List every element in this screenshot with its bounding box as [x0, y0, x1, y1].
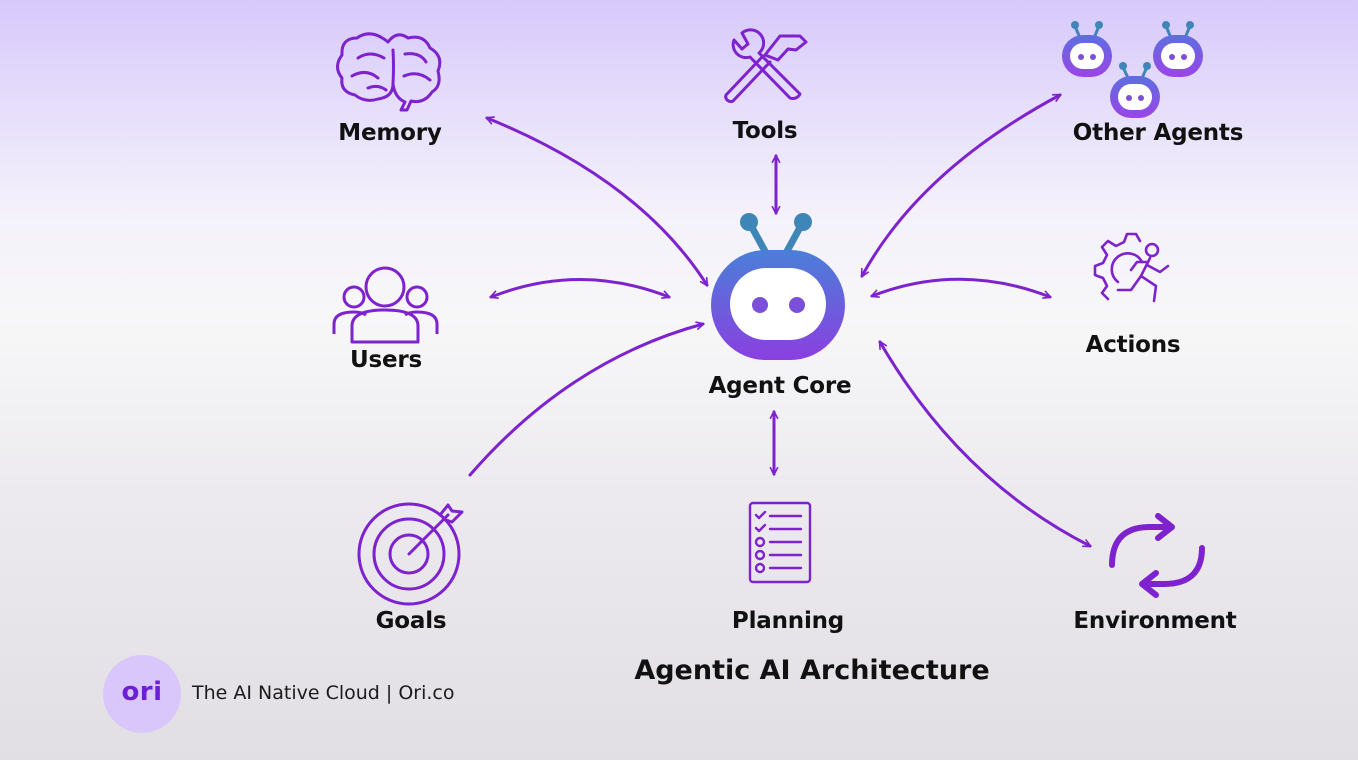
arrow-otheragents-core	[860, 93, 1062, 278]
node-label-other-agents: Other Agents	[1072, 120, 1244, 146]
node-label-users: Users	[350, 347, 422, 373]
brand-logo: ori	[103, 655, 181, 733]
cycle-icon	[1109, 513, 1205, 598]
robot-group-icon	[1062, 21, 1203, 118]
target-icon	[357, 502, 464, 606]
node-label-planning: Planning	[731, 608, 845, 634]
node-label-agent-core: Agent Core	[708, 373, 852, 399]
arrow-memory-core	[485, 116, 709, 287]
arrow-users-core	[489, 278, 671, 299]
gear-runner-icon	[1093, 232, 1170, 303]
node-label-tools: Tools	[732, 118, 798, 144]
robot-icon	[711, 213, 845, 360]
node-label-environment: Environment	[1073, 608, 1237, 634]
brand-logo-text: ori	[121, 677, 163, 707]
brain-icon	[336, 32, 442, 112]
brand-tagline: The AI Native Cloud | Ori.co	[192, 682, 455, 704]
node-label-actions: Actions	[1085, 332, 1181, 358]
arrow-core-environment	[878, 340, 1092, 548]
diagram-title: Agentic AI Architecture	[634, 655, 990, 686]
checklist-icon	[748, 501, 812, 584]
node-label-memory: Memory	[338, 120, 442, 146]
arrow-goals-core	[468, 321, 705, 477]
users-icon	[332, 266, 439, 344]
node-label-goals: Goals	[375, 608, 447, 634]
arrow-core-actions	[870, 277, 1052, 299]
wrench-hammer-icon	[724, 28, 808, 103]
